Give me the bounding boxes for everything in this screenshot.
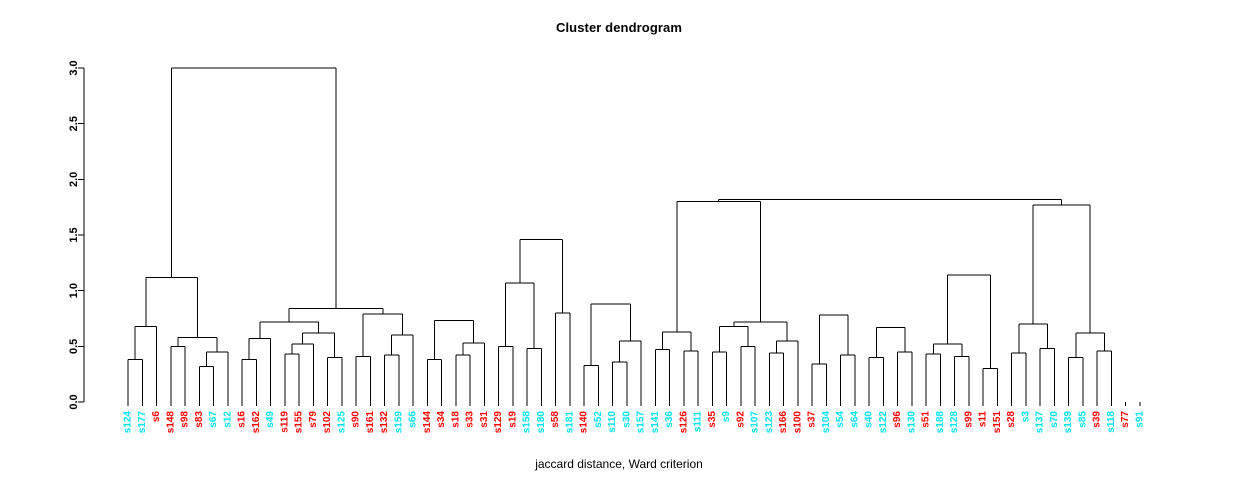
- dendrogram-branches: [127, 67, 1112, 402]
- leaf-label: s166: [778, 411, 789, 434]
- leaf-label: s140: [579, 411, 590, 434]
- leaf-label: s159: [393, 411, 404, 434]
- leaf-label: s122: [878, 411, 889, 434]
- y-axis-tick-label: 1.5: [68, 227, 80, 242]
- leaf-label: s104: [821, 411, 832, 434]
- leaf-label: s90: [351, 411, 362, 428]
- leaf-label: s107: [750, 411, 761, 434]
- leaf-label: s40: [864, 411, 875, 428]
- leaf-label: s67: [208, 411, 219, 428]
- leaf-label: s128: [949, 411, 960, 434]
- leaf-label: s126: [678, 411, 689, 434]
- leaf-label: s16: [237, 411, 248, 428]
- page-title: Cluster dendrogram: [555, 20, 683, 35]
- leaf-label: s96: [892, 411, 903, 428]
- leaf-label: s100: [792, 411, 803, 434]
- leaf-label: s148: [165, 411, 176, 434]
- leaf-label: s39: [1092, 411, 1103, 428]
- leaf-label: s34: [436, 411, 447, 428]
- leaf-label: s79: [308, 411, 319, 428]
- leaf-label: s49: [265, 411, 276, 428]
- leaf-label: s12: [222, 411, 233, 428]
- leaf-label: s155: [294, 411, 305, 434]
- leaf-label: s35: [707, 411, 718, 428]
- y-axis: 0.0 0.5 1.0 1.5 2.0 2.5 3.0: [68, 60, 85, 410]
- leaf-label: s102: [322, 411, 333, 434]
- leaf-label: s18: [450, 411, 461, 428]
- leaf-label: s158: [522, 411, 533, 434]
- leaf-ticks: [127, 402, 1141, 406]
- leaf-label: s85: [1077, 411, 1088, 428]
- leaf-label: s139: [1063, 411, 1074, 434]
- leaf-label: s31: [479, 411, 490, 428]
- leaf-label: s129: [493, 411, 504, 434]
- leaf-label: s3: [1020, 411, 1031, 423]
- leaf-label: s161: [365, 411, 376, 434]
- leaf-label: s54: [835, 411, 846, 428]
- leaf-label: s77: [1120, 411, 1131, 428]
- leaf-label: s181: [564, 411, 575, 434]
- y-axis-tick-label: 2.5: [68, 116, 80, 131]
- leaf-label: s157: [636, 411, 647, 434]
- leaf-label: s132: [379, 411, 390, 434]
- leaf-label: s180: [536, 411, 547, 434]
- leaf-label: s70: [1049, 411, 1060, 428]
- leaf-label: s119: [279, 411, 290, 433]
- y-axis-tick-label: 0.0: [68, 394, 80, 409]
- y-axis-tick-label: 2.0: [68, 172, 80, 187]
- leaf-label: s188: [935, 411, 946, 434]
- leaf-label: s151: [992, 411, 1003, 434]
- leaf-label: s6: [151, 411, 162, 423]
- leaf-label: s98: [180, 411, 191, 428]
- y-axis-tick-label: 1.0: [68, 283, 80, 298]
- leaf-label: s52: [593, 411, 604, 428]
- leaf-label: s33: [465, 411, 476, 428]
- leaf-label: s64: [849, 411, 860, 428]
- leaf-label: s99: [963, 411, 974, 428]
- y-axis-tick-label: 0.5: [68, 339, 80, 354]
- leaf-label: s123: [764, 411, 775, 434]
- leaf-label: s28: [1006, 411, 1017, 428]
- leaf-label: s124: [123, 411, 134, 434]
- leaf-label: s110: [607, 411, 618, 433]
- leaf-label: s9: [721, 411, 732, 423]
- leaf-label: s11: [978, 411, 989, 428]
- leaf-label: s125: [336, 411, 347, 434]
- leaf-label: s58: [550, 411, 561, 428]
- leaf-label: s51: [921, 411, 932, 428]
- y-axis-tick-label: 3.0: [68, 60, 80, 75]
- leaf-label: s162: [251, 411, 262, 434]
- leaf-label: s66: [408, 411, 419, 428]
- leaf-label: s144: [422, 411, 433, 434]
- leaf-label: s137: [1035, 411, 1046, 434]
- leaf-label: s177: [137, 411, 148, 434]
- leaf-label: s37: [807, 411, 818, 428]
- leaf-label: s141: [650, 411, 661, 434]
- leaf-label: s36: [664, 411, 675, 428]
- leaf-label: s118: [1106, 411, 1117, 433]
- leaf-label: s30: [621, 411, 632, 428]
- leaf-label: s92: [735, 411, 746, 428]
- leaf-label: s83: [194, 411, 205, 428]
- leaf-label: s111: [693, 411, 704, 433]
- x-axis-caption: jaccard distance, Ward criterion: [535, 457, 703, 471]
- leaf-label: s19: [507, 411, 518, 428]
- leaf-label: s130: [906, 411, 917, 434]
- leaf-label: s91: [1135, 411, 1146, 428]
